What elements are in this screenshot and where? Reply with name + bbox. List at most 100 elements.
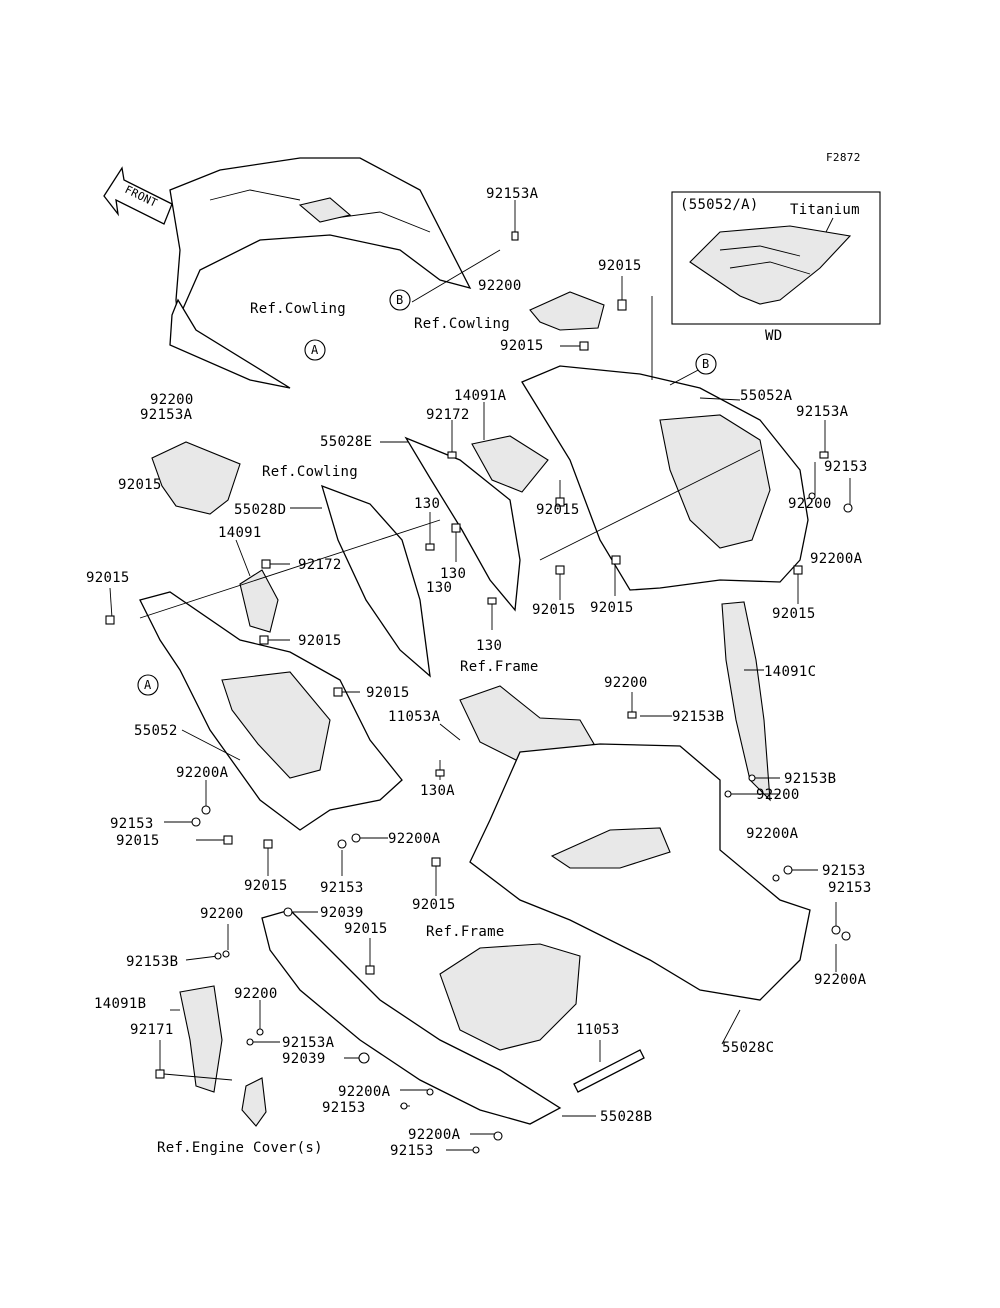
part-label: 55028B [600, 1109, 652, 1125]
part-label: 92153B [126, 954, 178, 970]
fastener [223, 835, 233, 845]
part-label: 92200 [604, 675, 648, 691]
fastener [435, 769, 445, 777]
part-labels: 92153A 92200 92015 92015 55052A 14091A 9… [86, 186, 872, 1159]
front-arrow-icon: FRONT [103, 166, 173, 225]
part-label: 92153A [796, 404, 849, 420]
fastener [831, 925, 841, 935]
fastener [493, 1131, 503, 1141]
part-label: 130 [476, 638, 502, 654]
fastener [724, 790, 732, 798]
svg-text:B: B [396, 293, 403, 307]
part-label: 92200A [746, 826, 799, 842]
part-label: 92015 [298, 633, 342, 649]
part-label: 92200 [200, 906, 244, 922]
fastener [772, 874, 780, 882]
fastener [333, 687, 343, 697]
lower-cowling-left [261, 909, 562, 1125]
part-label: 92039 [282, 1051, 326, 1067]
part-label: 92172 [298, 557, 342, 573]
ref-cowling-left-piece [151, 441, 241, 515]
part-label: 130 [414, 496, 440, 512]
fastener [783, 865, 793, 875]
part-label: 92200 [150, 392, 194, 408]
fastener [487, 597, 497, 605]
callout-a-top: A [304, 339, 326, 361]
fastener [447, 451, 457, 459]
part-label: 92015 [116, 833, 160, 849]
part-label: 92153A [140, 407, 193, 423]
frame-low-ref [439, 943, 581, 1051]
callout-b-top: B [389, 289, 411, 311]
part-label: 55028E [320, 434, 372, 450]
ref-frame-mid: Ref.Frame [460, 659, 539, 675]
part-label: 55052A [740, 388, 793, 404]
fastener [261, 559, 271, 569]
part-label: 92015 [772, 606, 816, 622]
ref-engine-cover-bracket [241, 1077, 267, 1127]
part-label: 92172 [426, 407, 470, 423]
inner-panel-55028d [321, 484, 431, 678]
svg-text:A: A [144, 678, 152, 692]
figure-code: F2872 [826, 151, 861, 164]
part-label: 92153A [486, 186, 539, 202]
part-label: 92153 [822, 863, 866, 879]
part-label: 92200 [478, 278, 522, 294]
part-label: 14091A [454, 388, 507, 404]
callout-a-left: A [137, 674, 159, 696]
fastener [155, 1069, 165, 1079]
part-label: 92039 [320, 905, 364, 921]
fastener [426, 1088, 434, 1096]
inset-titanium-variant: (55052/A) Titanium WD [671, 191, 881, 344]
bracket-14091b [179, 985, 223, 1093]
side-fairing-right-upper [521, 365, 809, 591]
part-label: 92015 [118, 477, 162, 493]
side-fairing-left [139, 591, 403, 831]
part-label: 92015 [598, 258, 642, 274]
part-label: 92015 [536, 502, 580, 518]
part-label: 92015 [532, 602, 576, 618]
part-label: 92200 [234, 986, 278, 1002]
ref-cowling-mid-bracket [529, 291, 605, 331]
fastener [256, 1028, 264, 1036]
fasteners [105, 231, 853, 1154]
fastener [472, 1146, 480, 1154]
part-label: 92200A [338, 1084, 391, 1100]
fastener [511, 231, 519, 241]
part-label: 92200A [814, 972, 867, 988]
part-label: 92153 [110, 816, 154, 832]
fastener [451, 523, 461, 533]
inset-variant: WD [765, 328, 782, 344]
part-label: 55028D [234, 502, 286, 518]
lower-cowling-right [469, 743, 811, 1001]
fastener [841, 931, 851, 941]
part-label: 130 [426, 580, 452, 596]
fastener [431, 857, 441, 867]
fastener [579, 341, 589, 351]
ref-cowling-mid: Ref.Cowling [414, 316, 510, 332]
ref-cowling-top: Ref.Cowling [250, 301, 346, 317]
part-label: 92200A [810, 551, 863, 567]
part-label: 14091 [218, 525, 262, 541]
fastener [555, 565, 565, 575]
part-label: 92015 [86, 570, 130, 586]
fastener [351, 833, 361, 843]
part-label: 92015 [590, 600, 634, 616]
svg-text:B: B [702, 357, 709, 371]
fastener [259, 635, 269, 645]
part-label: 92153 [828, 880, 872, 896]
part-label: 130 [440, 566, 466, 582]
fastener [808, 492, 816, 500]
part-label: 92015 [412, 897, 456, 913]
part-label: 92200A [408, 1127, 461, 1143]
part-label: 92015 [344, 921, 388, 937]
part-label: 11053A [388, 709, 441, 725]
fastener [222, 950, 230, 958]
fastener [617, 299, 627, 311]
part-label: 92153 [322, 1100, 366, 1116]
part-label: 14091C [764, 664, 816, 680]
fastener [191, 817, 201, 827]
fastener [263, 839, 273, 849]
fastener [105, 615, 115, 625]
part-label: 92015 [244, 878, 288, 894]
